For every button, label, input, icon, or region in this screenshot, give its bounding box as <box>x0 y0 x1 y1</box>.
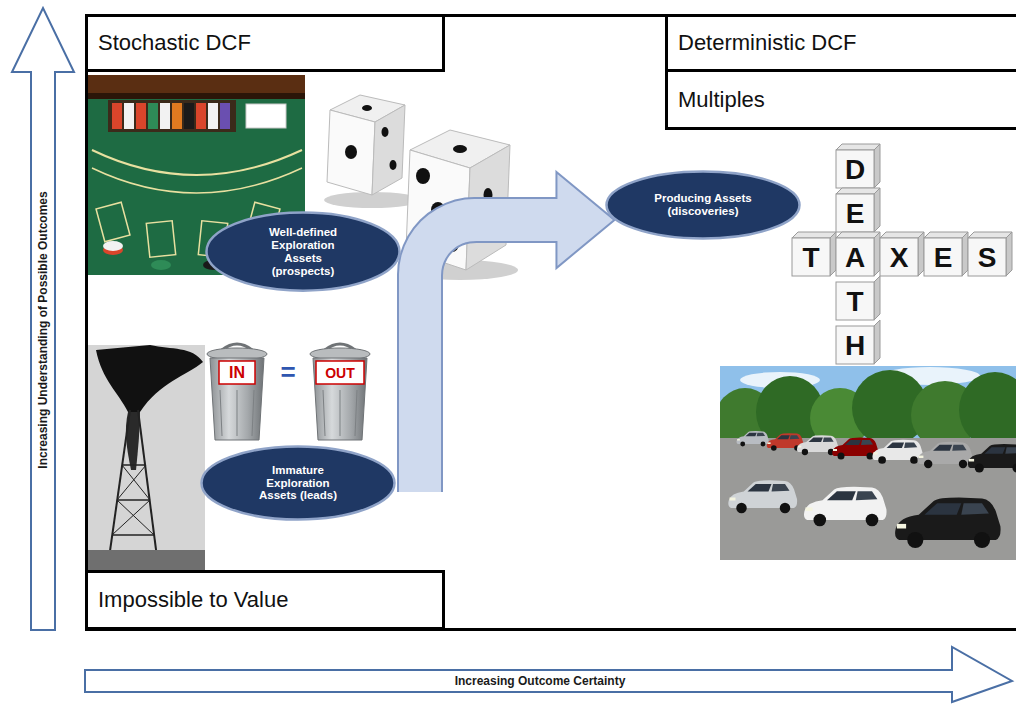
cube-letter: X <box>890 244 909 272</box>
method-box: Stochastic DCF <box>85 14 445 72</box>
arrow-body <box>420 220 559 492</box>
flow-arrow <box>420 172 614 492</box>
letter-cubes <box>792 144 1012 364</box>
node-text: Impossible to Value <box>98 587 288 612</box>
method-box: Multiples <box>665 69 1016 130</box>
arrow-head <box>556 172 614 268</box>
node-text: Deterministic DCF <box>678 30 856 55</box>
node-text: Stochastic DCF <box>98 30 251 55</box>
method-box: Deterministic DCF <box>665 14 1016 72</box>
equals-sign: = <box>280 359 295 385</box>
cube-letter: S <box>978 244 997 272</box>
method-box: Impossible to Value <box>85 570 445 630</box>
garbage-cans <box>207 344 370 440</box>
axis-arrow <box>12 8 74 630</box>
axis-label: Increasing Outcome Certainty <box>455 674 626 688</box>
asset-ellipse: Immature Exploration Assets (leads) <box>200 445 396 521</box>
parking-lot-photo <box>720 366 1016 560</box>
text-wrap: Well-defined Exploration Assets (prospec… <box>257 226 349 278</box>
ellipse-shape <box>202 447 395 520</box>
cube-letter: T <box>846 288 863 316</box>
node-text: Immature Exploration Assets (leads) <box>250 464 346 503</box>
node-text: Multiples <box>678 87 765 112</box>
asset-ellipse: Well-defined Exploration Assets (prospec… <box>205 211 401 292</box>
text-wrap: Producing Assets (discoveries) <box>647 192 759 218</box>
ellipse-shape <box>607 172 800 239</box>
cube-letter: A <box>845 244 865 272</box>
axis-label: Increasing Understanding of Possible Out… <box>36 191 50 468</box>
text-wrap: Multiples <box>678 87 765 112</box>
oil-gusher-photo <box>88 345 205 570</box>
can-label: IN <box>229 364 245 382</box>
frame <box>87 16 1016 630</box>
text-wrap: Deterministic DCF <box>678 30 856 55</box>
axis-arrow <box>85 647 1012 702</box>
arrow-outline <box>420 220 559 492</box>
node-text: Producing Assets (discoveries) <box>647 192 759 218</box>
text-wrap: Immature Exploration Assets (leads) <box>250 464 346 503</box>
cube-letter: E <box>846 200 865 228</box>
node-text: Well-defined Exploration Assets (prospec… <box>257 226 349 278</box>
ellipse-shape <box>207 213 400 291</box>
cube-letter: D <box>845 156 865 184</box>
text-wrap: Stochastic DCF <box>98 30 251 55</box>
cube-letter: H <box>845 332 865 360</box>
cube-letter: E <box>934 244 953 272</box>
can-label: OUT <box>325 365 355 381</box>
asset-ellipse: Producing Assets (discoveries) <box>605 170 801 240</box>
cube-letter: T <box>802 244 819 272</box>
text-wrap: Impossible to Value <box>98 587 288 612</box>
